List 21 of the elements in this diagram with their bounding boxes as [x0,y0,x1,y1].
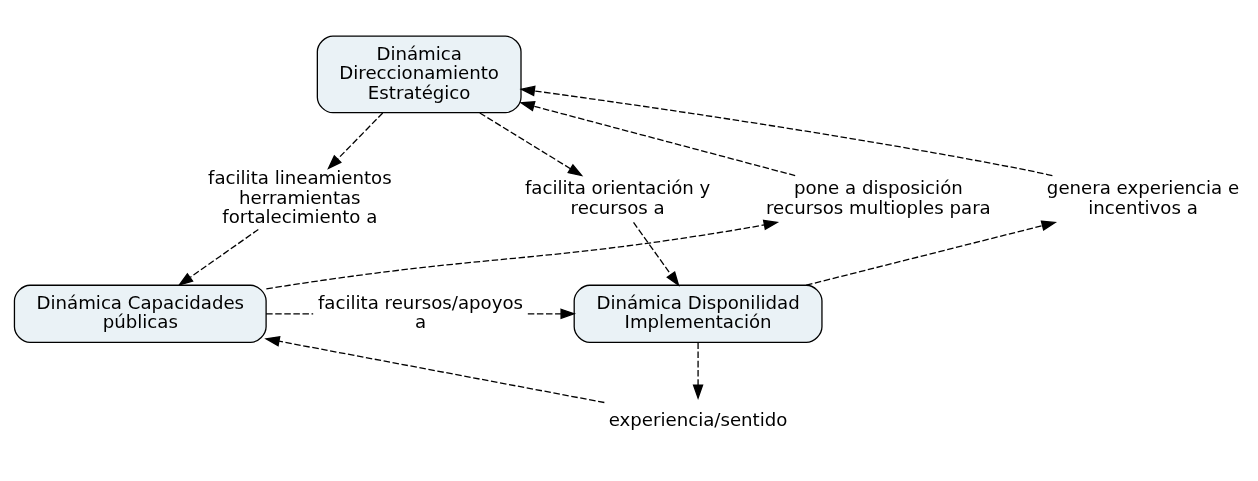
node-text: experiencia/sentido [608,409,788,431]
arrow [692,342,704,400]
node-text: genera experiencia e incentivos a [1046,177,1240,218]
arrow [177,228,259,287]
node-box: Dinámica Disponilidad Implementación [573,284,823,343]
arrow [519,85,1054,177]
node-text: pone a disposición recursos multioples para [766,177,991,218]
arrow [527,308,576,320]
connector [265,313,314,315]
arrow [519,101,796,177]
node-box: Dinámica Capacidades públicas [13,284,267,343]
node-text: facilita reursos/apoyos a [317,291,524,333]
arrow [805,220,1057,286]
node-text: facilita lineamientos herramientas fortalecimiento a [208,167,392,228]
arrow [265,219,780,290]
node-box: Dinámica Direccionamiento Estratégico [316,35,522,114]
arrow [632,221,680,287]
arrow [327,112,384,170]
node-text: facilita orientación y recursos a [524,177,711,218]
arrow [479,112,584,177]
arrow [264,335,605,404]
